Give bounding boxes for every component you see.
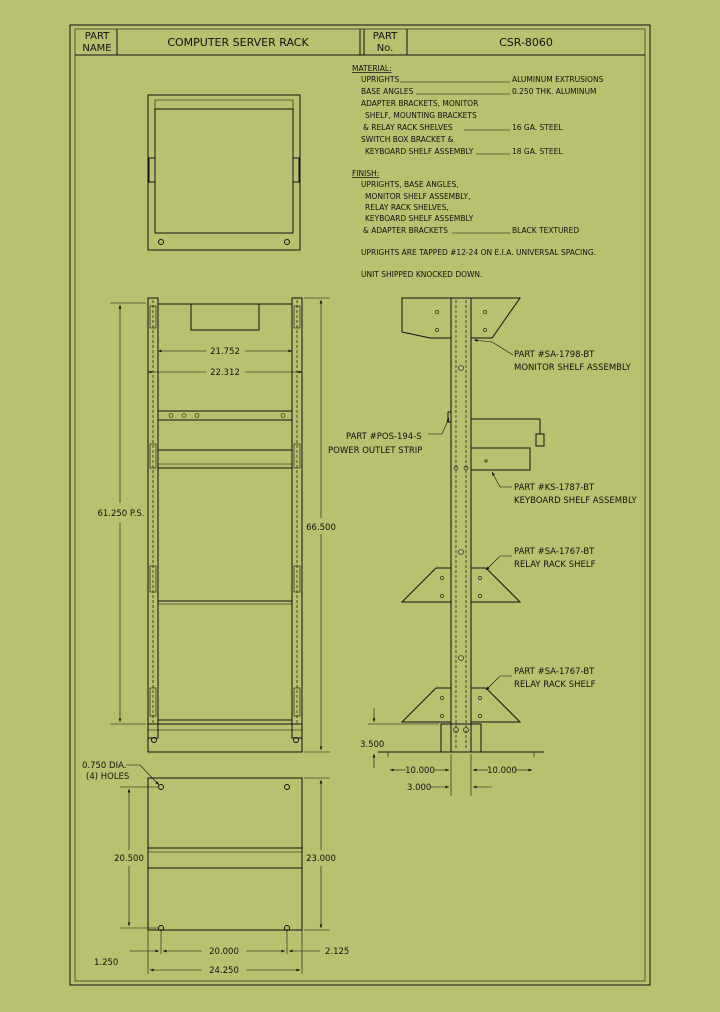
- material-item-4: SHELF, MOUNTING BRACKETS: [365, 111, 477, 120]
- finish-spec-5: BLACK TEXTURED: [512, 226, 579, 235]
- material-item-3: ADAPTER BRACKETS, MONITOR: [361, 99, 478, 108]
- part-name-label-1: PART: [85, 31, 110, 42]
- callout-monitor-shelf-name: MONITOR SHELF ASSEMBLY: [514, 363, 632, 373]
- note-tapping: UPRIGHTS ARE TAPPED #12-24 ON E.I.A. UNI…: [361, 248, 596, 257]
- dim-edge-left: 1.250: [94, 958, 118, 968]
- callout-relay-shelf-1-name: RELAY RACK SHELF: [514, 560, 596, 570]
- part-name-label-2: NAME: [82, 43, 111, 54]
- dim-inner-width: 21.752: [210, 347, 240, 357]
- dim-base-height: 3.500: [360, 740, 384, 750]
- dim-depth: 23.000: [306, 854, 336, 864]
- finish-item-5: & ADAPTER BRACKETS: [363, 226, 448, 235]
- dim-hole-spacing-h: 20.000: [209, 947, 239, 957]
- callout-keyboard-shelf-name: KEYBOARD SHELF ASSEMBLY: [514, 496, 638, 506]
- callout-keyboard-shelf-part: PART #KS-1787-BT: [514, 483, 595, 493]
- finish-item-4: KEYBOARD SHELF ASSEMBLY: [365, 214, 474, 223]
- dim-outer-width: 22.312: [210, 368, 240, 378]
- base-view: 0.750 DIA. (4) HOLES 20.500 23.000 20.00…: [82, 761, 349, 976]
- dim-width: 24.250: [209, 966, 239, 976]
- callout-relay-shelf-2-name: RELAY RACK SHELF: [514, 680, 596, 690]
- callout-monitor-shelf-part: PART #SA-1798-BT: [514, 350, 595, 360]
- material-spec-2: 0.250 THK. ALUMINUM: [512, 87, 596, 96]
- holes-note-1: 0.750 DIA.: [82, 761, 126, 771]
- material-item-5: & RELAY RACK SHELVES: [363, 123, 453, 132]
- dim-edge-right: 2.125: [325, 947, 349, 957]
- dim-upright-depth: 3.000: [407, 783, 431, 793]
- finish-heading: FINISH:: [352, 169, 379, 178]
- material-heading: MATERIAL:: [352, 64, 392, 73]
- callout-outlet-strip-name: POWER OUTLET STRIP: [328, 446, 422, 456]
- front-view: 21.752 22.312 61.250 P.S. 66.500: [97, 297, 336, 753]
- dim-right-reach: 10.000: [487, 766, 517, 776]
- dim-hole-spacing-v: 20.500: [114, 854, 144, 864]
- finish-item-3: RELAY RACK SHELVES,: [365, 203, 449, 212]
- title-block: PART NAME COMPUTER SERVER RACK PART No. …: [75, 29, 645, 56]
- note-shipping: UNIT SHIPPED KNOCKED DOWN.: [361, 270, 482, 279]
- part-name: COMPUTER SERVER RACK: [167, 36, 309, 49]
- finish-item-2: MONITOR SHELF ASSEMBLY,: [365, 192, 470, 201]
- callout-relay-shelf-2-part: PART #SA-1767-BT: [514, 667, 595, 677]
- dim-left-reach: 10.000: [405, 766, 435, 776]
- part-no: CSR-8060: [499, 36, 553, 49]
- notes-block: MATERIAL: UPRIGHTS ALUMINUM EXTRUSIONS B…: [352, 64, 604, 279]
- part-no-label-2: No.: [377, 43, 394, 54]
- outer-border: [69, 24, 651, 986]
- material-item-7: KEYBOARD SHELF ASSEMBLY: [365, 147, 474, 156]
- material-item-1: UPRIGHTS: [361, 75, 399, 84]
- holes-note-2: (4) HOLES: [86, 772, 129, 782]
- material-spec-1: ALUMINUM EXTRUSIONS: [512, 75, 604, 84]
- dim-panel-space: 61.250 P.S.: [97, 509, 144, 519]
- material-spec-5: 16 GA. STEEL: [512, 123, 563, 132]
- callout-outlet-strip-part: PART #POS-194-S: [346, 432, 422, 442]
- callout-relay-shelf-1-part: PART #SA-1767-BT: [514, 547, 595, 557]
- side-view: PART #SA-1798-BT MONITOR SHELF ASSEMBLY …: [328, 297, 638, 796]
- part-no-label-1: PART: [373, 31, 398, 42]
- top-view: [147, 94, 301, 251]
- dim-height: 66.500: [306, 523, 336, 533]
- finish-item-1: UPRIGHTS, BASE ANGLES,: [361, 180, 459, 189]
- material-spec-7: 18 GA. STEEL: [512, 147, 563, 156]
- material-item-2: BASE ANGLES: [361, 87, 414, 96]
- material-item-6: SWITCH BOX BRACKET &: [361, 135, 454, 144]
